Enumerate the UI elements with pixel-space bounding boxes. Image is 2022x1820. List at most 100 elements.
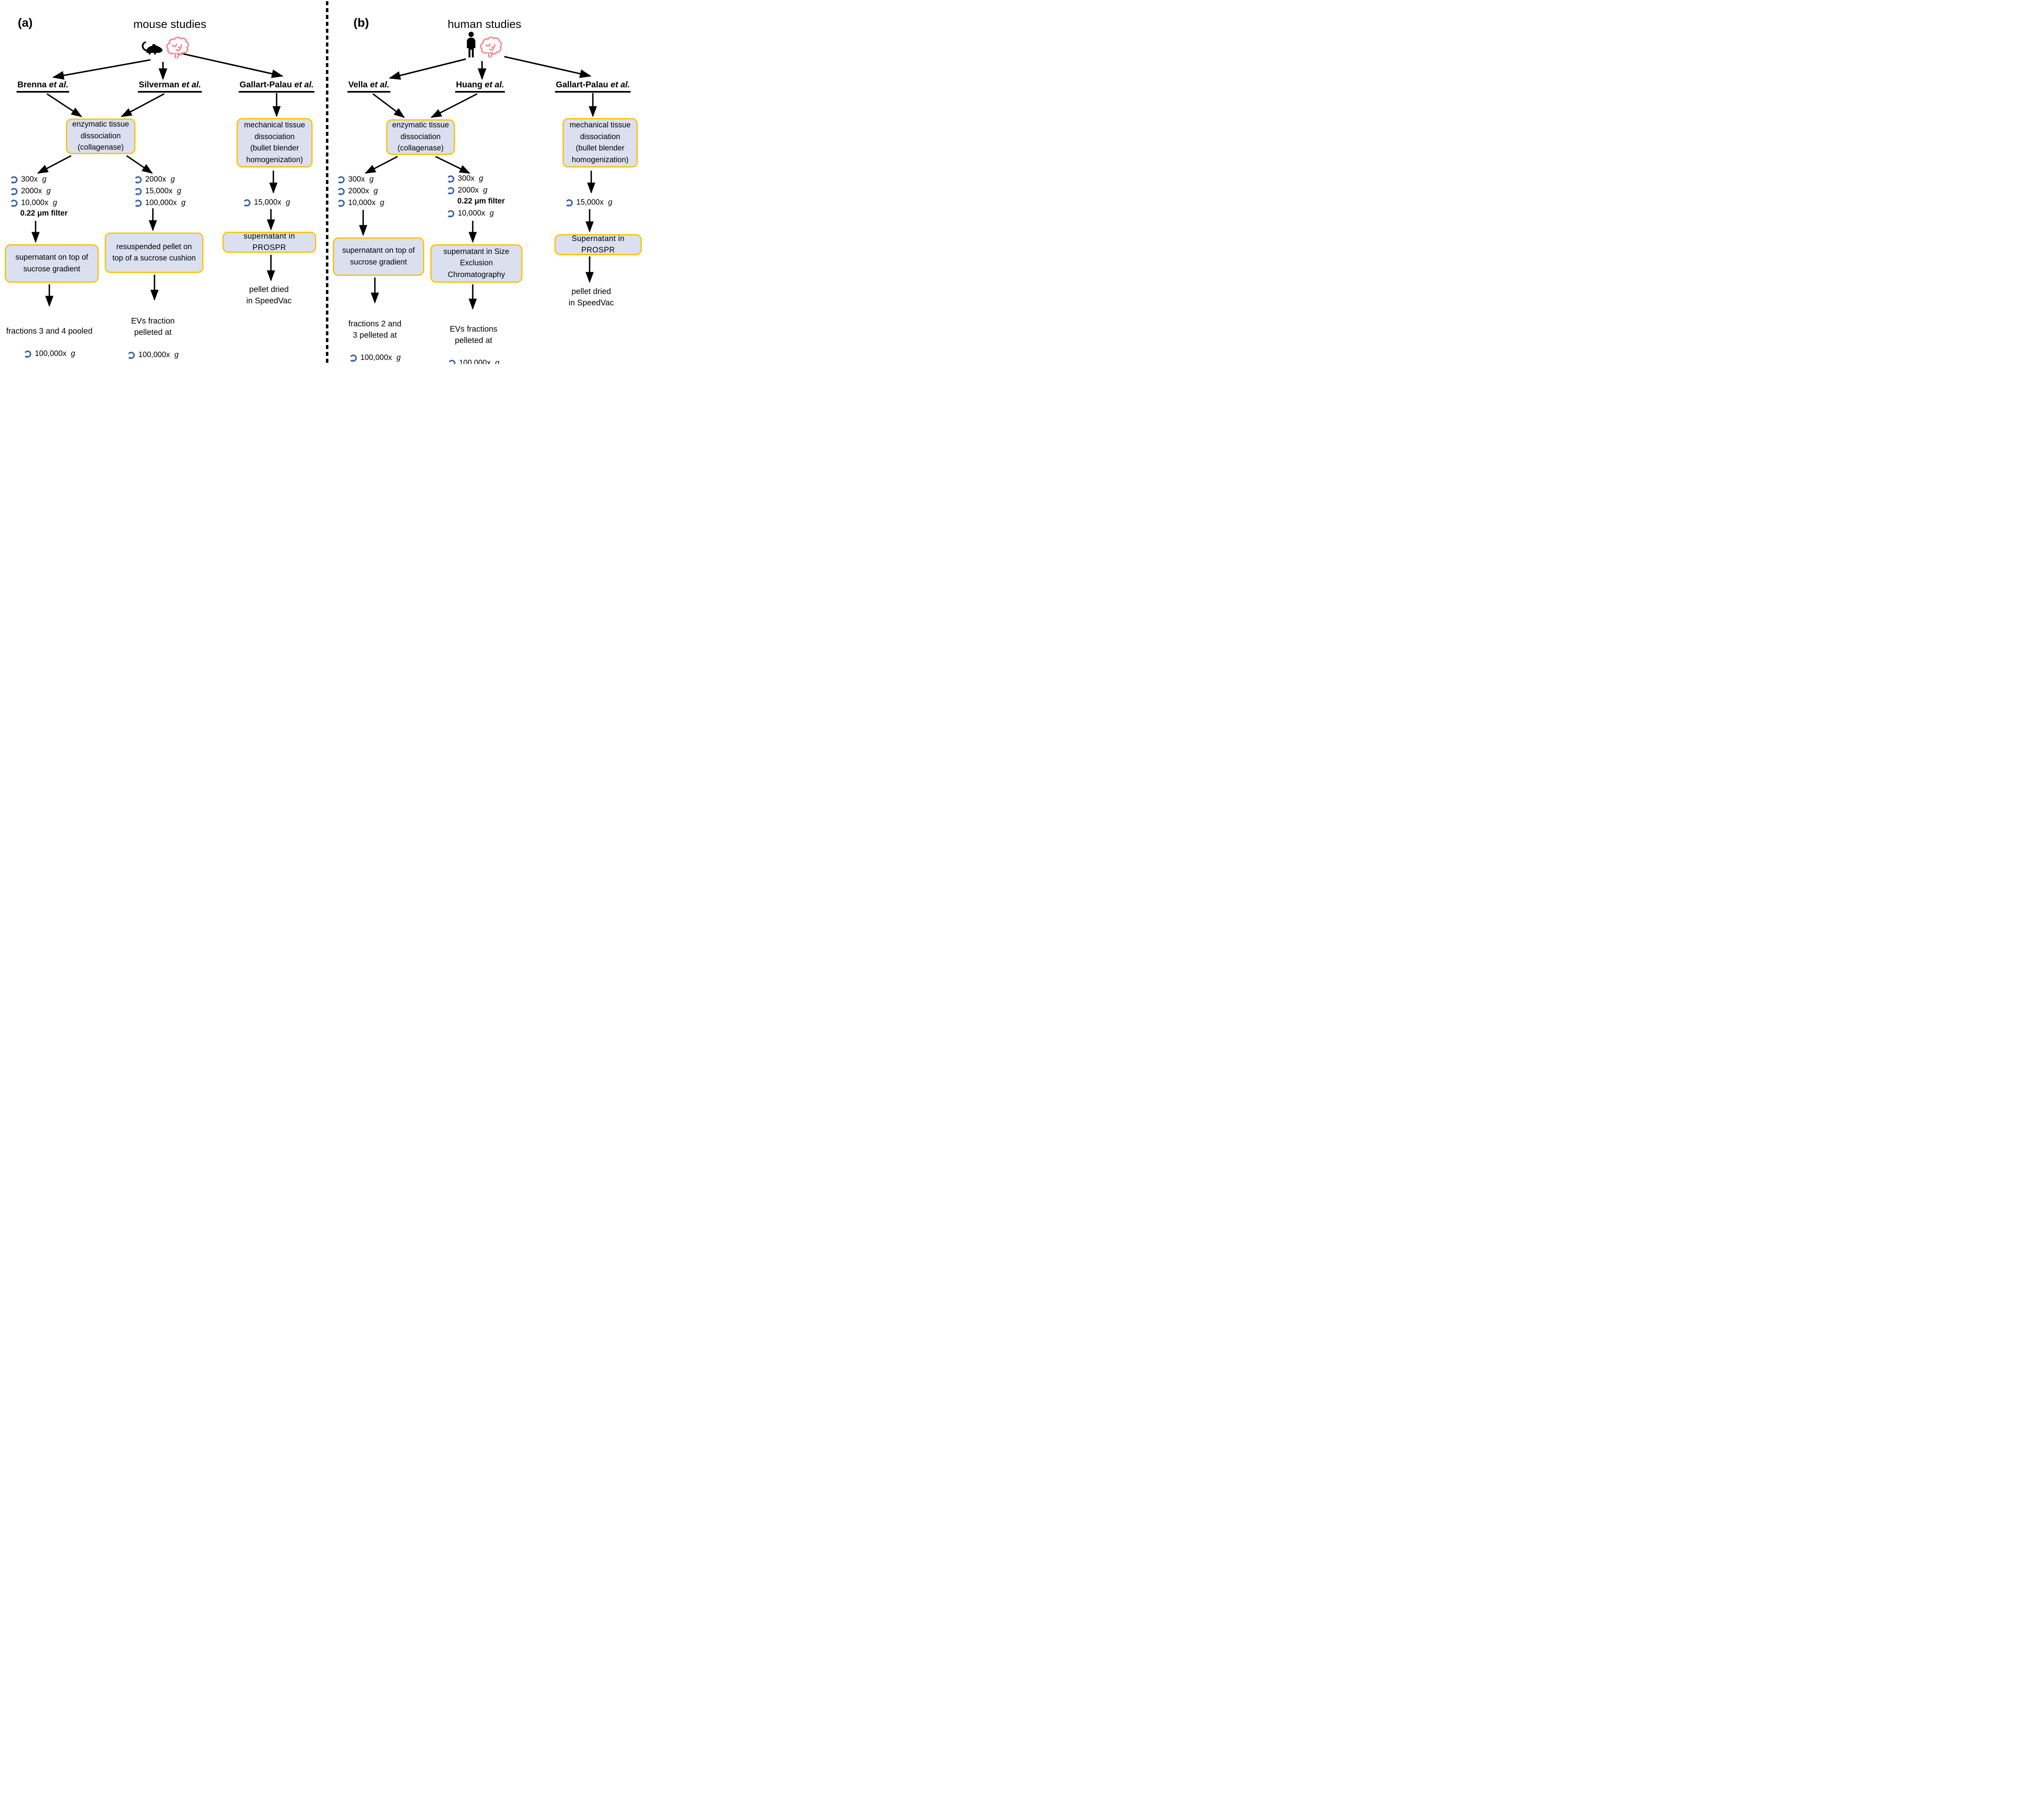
centrifugation-step: 300x g: [10, 174, 47, 185]
g-unit: g: [42, 175, 47, 184]
speed-value: 15,000x: [254, 198, 281, 207]
flow-arrow: [435, 156, 471, 174]
centrifugation-step: 2000x g: [446, 185, 487, 196]
speed-value: 15,000x: [145, 187, 173, 195]
sucrose-cushion-box-a: resuspended pellet on top of a sucrose c…: [105, 233, 203, 273]
speed-value: 2000x: [145, 175, 166, 184]
enzymatic-dissociation-box-a: enzymatic tissue dissociation (collagena…: [66, 119, 135, 154]
brain-icon: [480, 36, 502, 58]
centrifuge-spin-icon: [10, 176, 18, 184]
final-spin-step: 100,000x g: [435, 358, 512, 364]
speed-value: 100,000x: [145, 199, 177, 207]
centrifuge-spin-icon: [448, 359, 456, 364]
sucrose-gradient-box-b: supernatant on top of sucrose gradient: [333, 237, 424, 276]
speed-value: 100,000x: [459, 359, 491, 364]
speed-value: 15,000x: [576, 198, 604, 207]
centrifugation-step: 2000x g: [10, 186, 51, 197]
speed-value: 10,000x: [21, 199, 49, 207]
brain-icon: [166, 36, 189, 59]
g-unit: g: [181, 199, 186, 207]
flow-arrow: [47, 93, 82, 117]
centrifuge-spin-icon: [337, 176, 345, 184]
centrifuge-spin-icon: [10, 199, 18, 207]
flow-arrow: [504, 56, 592, 78]
centrifugation-step: 10,000x g: [337, 198, 384, 208]
author-silverman: Silverman et al.: [137, 80, 202, 93]
flow-arrow: [181, 53, 283, 78]
g-unit: g: [483, 186, 488, 195]
centrifuge-spin-icon: [134, 187, 142, 196]
g-unit: g: [495, 359, 499, 364]
centrifugation-step: 10,000x g: [10, 198, 57, 208]
figure-canvas: (a) mouse studies Brenna et al. Silverma…: [0, 0, 647, 364]
enzymatic-dissociation-box-b: enzymatic tissue dissociation (collagena…: [386, 119, 455, 155]
author-vella: Vella et al.: [347, 80, 390, 93]
g-unit: g: [369, 175, 374, 184]
g-unit: g: [71, 349, 75, 358]
centrifuge-spin-icon: [446, 175, 455, 183]
centrifuge-spin-icon: [127, 351, 135, 360]
g-unit: g: [174, 351, 179, 359]
speed-value: 100,000x: [35, 349, 67, 358]
size-exclusion-chromatography-box: supernatant in Size Exclusion Chromatogr…: [430, 244, 522, 283]
g-unit: g: [286, 198, 290, 207]
g-unit: g: [396, 353, 401, 362]
filter-step: 0.22 μm filter: [457, 197, 505, 205]
g-unit: g: [479, 174, 483, 183]
final-spin-step: 100,000x g: [2, 348, 97, 360]
g-unit: g: [46, 187, 51, 195]
centrifuge-spin-icon: [243, 199, 251, 207]
panel-a-title: mouse studies: [133, 18, 207, 30]
speed-value: 10,000x: [458, 209, 485, 218]
speed-value: 300x: [458, 174, 475, 183]
prospr-box-b: Supernatant in PROSPR: [554, 234, 642, 255]
g-unit: g: [53, 199, 57, 207]
centrifugation-step: 15,000x g: [243, 197, 290, 208]
author-gallart-palau-a: Gallart-Palau et al.: [239, 80, 315, 93]
centrifuge-spin-icon: [10, 187, 18, 196]
flow-arrow: [52, 59, 151, 80]
connector-arrows: [31, 1, 597, 363]
flow-arrow: [372, 93, 405, 118]
final-spin-step: 100,000x g: [334, 352, 415, 364]
centrifugation-step: 300x g: [446, 174, 483, 184]
centrifugation-step: 2000x g: [337, 186, 378, 197]
centrifugation-step: 2000x g: [134, 174, 175, 185]
g-unit: g: [177, 187, 182, 195]
flow-arrow: [430, 93, 478, 118]
mechanical-dissociation-box-b: mechanical tissue dissociation (bullet b…: [563, 118, 638, 167]
speed-value: 300x: [348, 175, 365, 184]
speed-value: 2000x: [348, 187, 369, 195]
g-unit: g: [373, 187, 378, 195]
speed-value: 2000x: [21, 187, 42, 195]
person-icon: [467, 32, 476, 57]
centrifuge-spin-icon: [446, 186, 455, 195]
sucrose-gradient-box-a: supernatant on top of sucrose gradient: [5, 244, 99, 283]
filter-step: 0.22 μm filter: [20, 209, 68, 218]
centrifuge-spin-icon: [134, 199, 142, 207]
speed-value: 2000x: [458, 186, 479, 195]
mouse-icon: [142, 41, 163, 55]
centrifuge-spin-icon: [446, 210, 455, 218]
speed-value: 10,000x: [348, 199, 376, 207]
centrifuge-spin-icon: [23, 350, 32, 358]
panel-a-label: (a): [18, 16, 33, 30]
centrifugation-step: 15,000x g: [134, 186, 181, 197]
speed-value: 300x: [21, 175, 38, 184]
speed-value: 100,000x: [360, 353, 392, 362]
panel-b-title: human studies: [447, 18, 522, 30]
centrifuge-spin-icon: [134, 176, 142, 184]
speed-value: 100,000x: [138, 351, 170, 359]
pellet-dried-result-b: pellet dried in SpeedVac: [569, 287, 614, 307]
g-unit: g: [380, 199, 385, 207]
author-brenna: Brenna et al.: [16, 80, 70, 93]
centrifugation-step: 100,000x g: [134, 198, 186, 208]
final-spin-step: 100,000x g: [114, 349, 191, 361]
mechanical-dissociation-box-a: mechanical tissue dissociation (bullet b…: [237, 118, 313, 167]
g-unit: g: [170, 175, 175, 184]
